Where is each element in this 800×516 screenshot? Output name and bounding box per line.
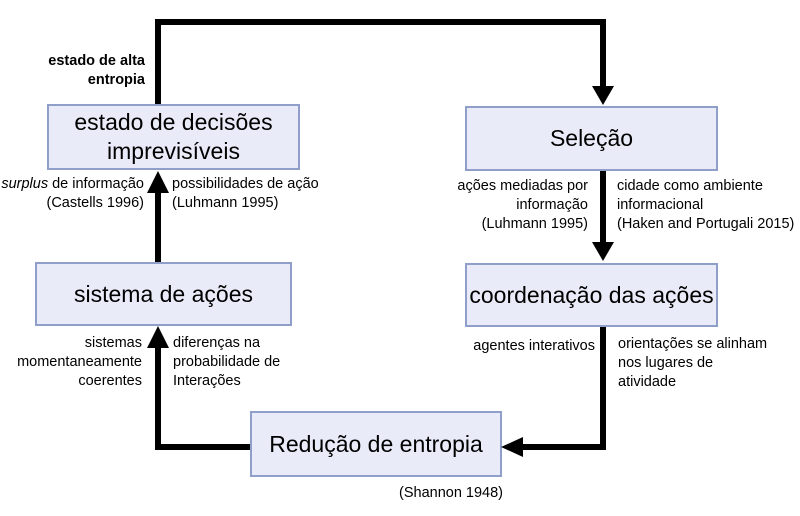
node-label: Seleção xyxy=(549,125,634,151)
arrow-selecao-to-coordenacao-segment xyxy=(600,171,606,243)
label-line: surplus de informação xyxy=(0,175,144,194)
label-estado-de-alta-entropia: estado de alta entropia xyxy=(15,52,145,90)
label-line: (Shannon 1948) xyxy=(399,485,503,501)
arrow-coordenacao-down-segment xyxy=(600,327,606,450)
arrowhead-left-into-reducao-icon xyxy=(501,437,523,457)
node-label: sistema de ações xyxy=(74,280,253,307)
label-line: coerentes xyxy=(78,373,142,389)
arrow-top-to-selecao-segment xyxy=(600,19,606,87)
label-line: cidade como ambiente xyxy=(617,178,763,194)
arrowhead-down-into-coordenacao-icon xyxy=(592,242,614,261)
label-orientacoes-se-alinham: orientações se alinham nos lugares de at… xyxy=(618,335,793,392)
label-line: (Luhmann 1995) xyxy=(172,195,279,211)
label-cidade-como-ambiente: cidade como ambiente informacional (Hake… xyxy=(617,177,800,234)
label-line: informação xyxy=(516,197,588,213)
label-line: entropia xyxy=(87,72,145,88)
node-reducao-de-entropia: Redução de entropia xyxy=(250,411,502,477)
label-acoes-mediadas: ações mediadas por informação (Luhmann 1… xyxy=(448,177,588,234)
label-line: ações mediadas por xyxy=(457,178,588,194)
label-italic-word: surplus xyxy=(1,176,49,192)
label-line: informacional xyxy=(617,197,704,213)
label-line: (Luhmann 1995) xyxy=(481,216,588,232)
label-line: nos lugares de xyxy=(618,355,714,371)
label-agentes-interativos: agentes interativos xyxy=(455,337,595,356)
arrow-up-to-sistema-segment xyxy=(155,348,161,450)
node-estado-de-decisoes: estado de decisões imprevisíveis xyxy=(47,104,300,170)
label-diferencas-probabilidade: diferenças na probabilidade de Interaçõe… xyxy=(173,334,323,391)
label-line: (Haken and Portugali 2015) xyxy=(617,216,795,232)
arrow-top-horizontal-segment xyxy=(155,19,606,25)
arrow-sistema-to-estado-segment xyxy=(155,192,161,262)
label-line: (Castells 1996) xyxy=(46,195,144,211)
node-label: coordenação das ações xyxy=(469,281,714,308)
label-possibilidades-de-acao: possibilidades de ação (Luhmann 1995) xyxy=(172,175,342,213)
label-shannon-1948: (Shannon 1948) xyxy=(363,484,503,503)
arrowhead-up-into-sistema-icon xyxy=(147,326,169,348)
node-selecao: Seleção xyxy=(465,106,718,171)
label-line: orientações se alinham xyxy=(618,336,768,352)
node-sistema-de-acoes: sistema de ações xyxy=(35,262,292,326)
label-line: possibilidades de ação xyxy=(172,176,319,192)
label-line: probabilidade de xyxy=(173,354,281,370)
arrow-to-reducao-horizontal-segment xyxy=(523,444,606,450)
label-line: agentes interativos xyxy=(473,338,595,354)
arrowhead-down-into-selecao-icon xyxy=(592,86,614,105)
arrow-reducao-horizontal-segment xyxy=(155,444,250,450)
label-line: diferenças na xyxy=(173,335,261,351)
node-label-line: imprevisíveis xyxy=(107,138,240,164)
arrow-estado-to-top-segment xyxy=(155,21,161,104)
label-line: atividade xyxy=(618,374,677,390)
node-coordenacao-das-acoes: coordenação das ações xyxy=(465,263,718,327)
label-line: sistemas xyxy=(84,335,142,351)
label-rest: de informação xyxy=(48,176,144,192)
node-label-line: estado de decisões xyxy=(74,109,273,135)
label-line: estado de alta xyxy=(48,53,145,69)
label-line: momentaneamente xyxy=(17,354,142,370)
arrowhead-up-into-estado-icon xyxy=(147,171,169,193)
label-surplus-de-informacao: surplus de informação (Castells 1996) xyxy=(0,175,144,213)
label-line: Interações xyxy=(173,373,241,389)
label-sistemas-coerentes: sistemas momentaneamente coerentes xyxy=(2,334,142,391)
node-label: Redução de entropia xyxy=(269,430,483,457)
